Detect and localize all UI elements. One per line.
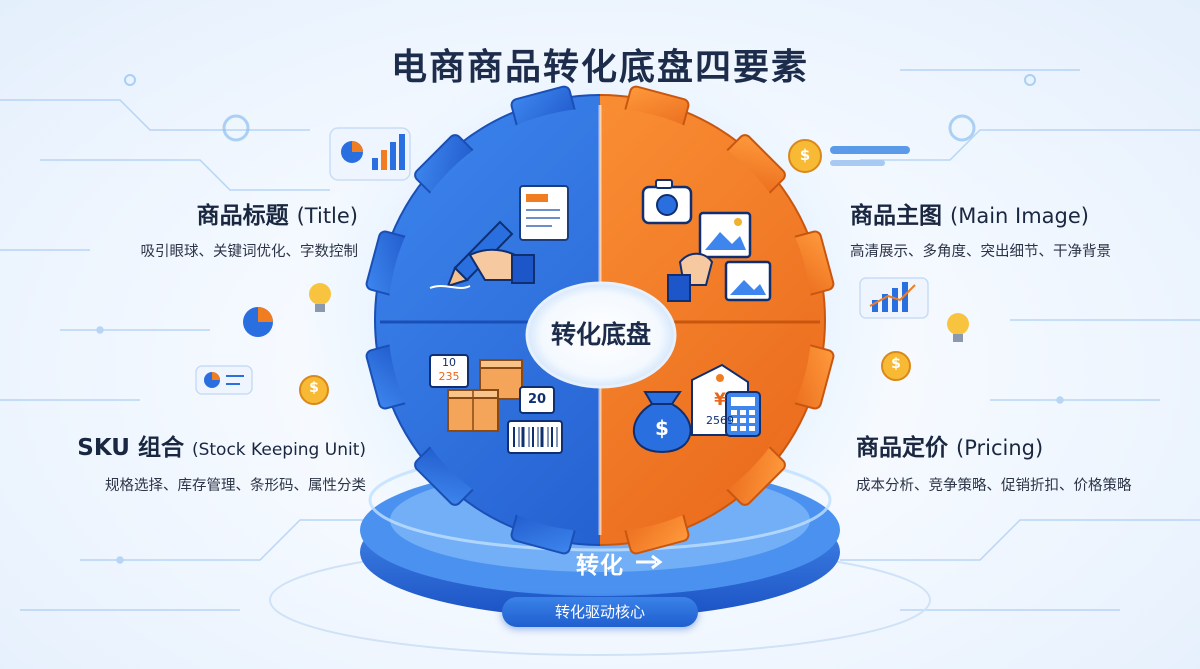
section-description: 高清展示、多角度、突出细节、干净背景 [850,244,1111,260]
section-heading: 商品标题 (Title) [196,203,358,229]
boxes-icon [447,359,523,432]
bar-chart-icon [859,277,929,319]
circuit-lines-right [840,69,1200,611]
ring-decorations [124,74,1036,142]
circuit-lines-left [0,99,380,611]
section-sku-block: SKU 组合 (Stock Keeping Unit) 规格选择、库存管理、条形… [77,428,366,495]
coin-dollar: $ [309,380,319,396]
pen-hand-icon [429,220,535,289]
bar-chart-icon [372,134,405,170]
calculator-icon [725,391,761,437]
section-description: 吸引眼球、关键词优化、字数控制 [140,244,359,260]
pie-chart-icon [243,307,273,337]
center-hub [525,281,677,389]
page-title: 电商商品转化底盘四要素 [390,47,809,88]
sku-tag-numbers: 10 235 [438,356,460,383]
section-image-block: 商品主图 (Main Image) 高清展示、多角度、突出细节、干净背景 [850,196,1111,261]
section-heading: 商品定价 (Pricing) [856,435,1044,461]
document-icon [519,185,569,241]
center-label: 转化底盘 [550,320,651,349]
arrow-right-icon [636,554,663,570]
lightbulb-icon [309,283,969,342]
sku-tag-right [519,386,555,414]
coin-icon [788,139,910,173]
dollar-sign: $ [655,416,669,440]
picture-hand-icon [667,211,772,302]
barcode-icon [507,420,563,454]
camera-icon [641,179,693,225]
section-description: 成本分析、竞争策略、促销折扣、价格策略 [856,478,1132,494]
conversion-label: 转化 [576,553,624,579]
pie-chart-icon [195,365,253,395]
coin-dollar: $ [799,146,811,164]
section-heading: 商品主图 (Main Image) [850,203,1089,229]
price-tag-text: ¥ 2569 [706,390,734,427]
coin-dollar: $ [891,356,901,372]
sku-tag-top [429,354,469,388]
section-pricing-block: 商品定价 (Pricing) 成本分析、竞争策略、促销折扣、价格策略 [856,428,1132,495]
section-heading: SKU 组合 (Stock Keeping Unit) [77,435,366,461]
coin-icon [299,351,911,405]
money-bag-icon [633,391,692,454]
sku-tag-number: 20 [527,392,547,407]
conversion-core-pill: 转化驱动核心 [502,597,698,627]
section-description: 规格选择、库存管理、条形码、属性分类 [105,478,366,494]
section-title-block: 商品标题 (Title) 吸引眼球、关键词优化、字数控制 [141,196,359,261]
